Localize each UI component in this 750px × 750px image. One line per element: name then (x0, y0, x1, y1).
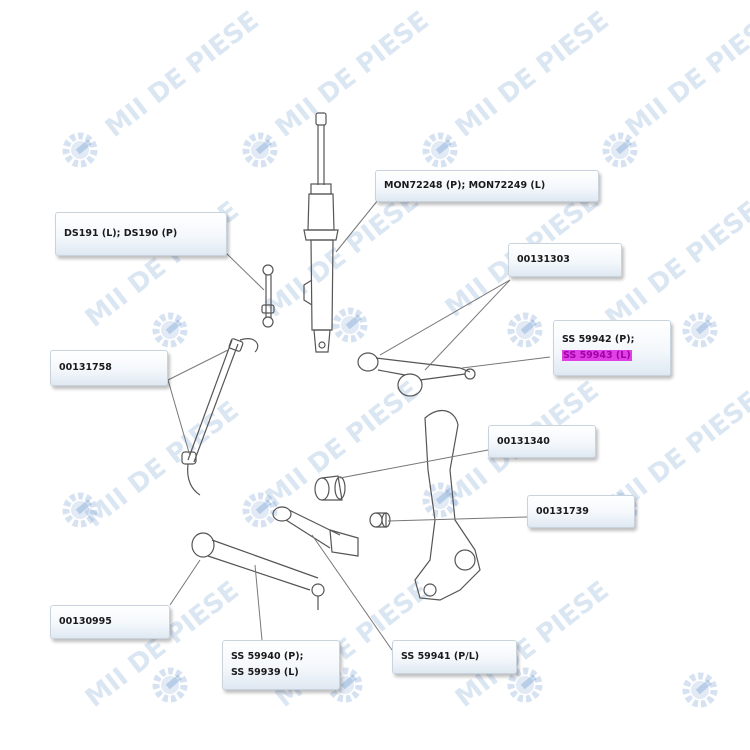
label-stabilizer-link: DS191 (L); DS190 (P) (55, 212, 227, 256)
stabilizer-bar-bushing-code: 00131758 (59, 360, 159, 376)
stabilizer-link-part (262, 265, 274, 327)
upper-arm-bushing-code: 00131303 (517, 252, 613, 268)
tension-strut-code: SS 59941 (P/L) (401, 649, 508, 665)
lower-arm-code-p: SS 59940 (P); (231, 649, 331, 665)
label-stabilizer-bar-bushing: 00131758 (50, 350, 168, 386)
lower-arm-bushing-code: 00130995 (59, 614, 161, 630)
upper-arm-code-l: SS 59943 (L) (562, 350, 632, 361)
upper-arm-code-p: SS 59942 (P); (562, 332, 662, 348)
upper-control-arm-part (358, 353, 475, 396)
lower-bushing-code: 00131739 (536, 504, 626, 520)
label-knuckle-bushing: 00131340 (488, 425, 596, 458)
label-shock-absorber: MON72248 (P); MON72249 (L) (375, 170, 599, 202)
label-tension-strut: SS 59941 (P/L) (392, 640, 517, 674)
stabilizer-link-code: DS191 (L); DS190 (P) (64, 226, 218, 242)
lower-arm-code-l: SS 59939 (L) (231, 665, 331, 681)
label-lower-arm-bushing: 00130995 (50, 605, 170, 639)
knuckle-bushing-code: 00131340 (497, 434, 587, 450)
label-lower-bushing: 00131739 (527, 495, 635, 528)
knuckle-bushing-part (315, 476, 345, 500)
shock-absorber-code: MON72248 (P); MON72249 (L) (384, 178, 590, 194)
lower-bushing-part (370, 513, 390, 527)
label-upper-arm: SS 59942 (P); SS 59943 (L) (553, 320, 671, 376)
shock-absorber-part (304, 113, 338, 352)
label-lower-arm: SS 59940 (P); SS 59939 (L) (222, 640, 340, 690)
label-upper-arm-bushing: 00131303 (508, 243, 622, 277)
steering-knuckle-part (415, 411, 480, 600)
stabilizer-bar-part (182, 338, 258, 495)
tension-strut-part (273, 507, 358, 556)
